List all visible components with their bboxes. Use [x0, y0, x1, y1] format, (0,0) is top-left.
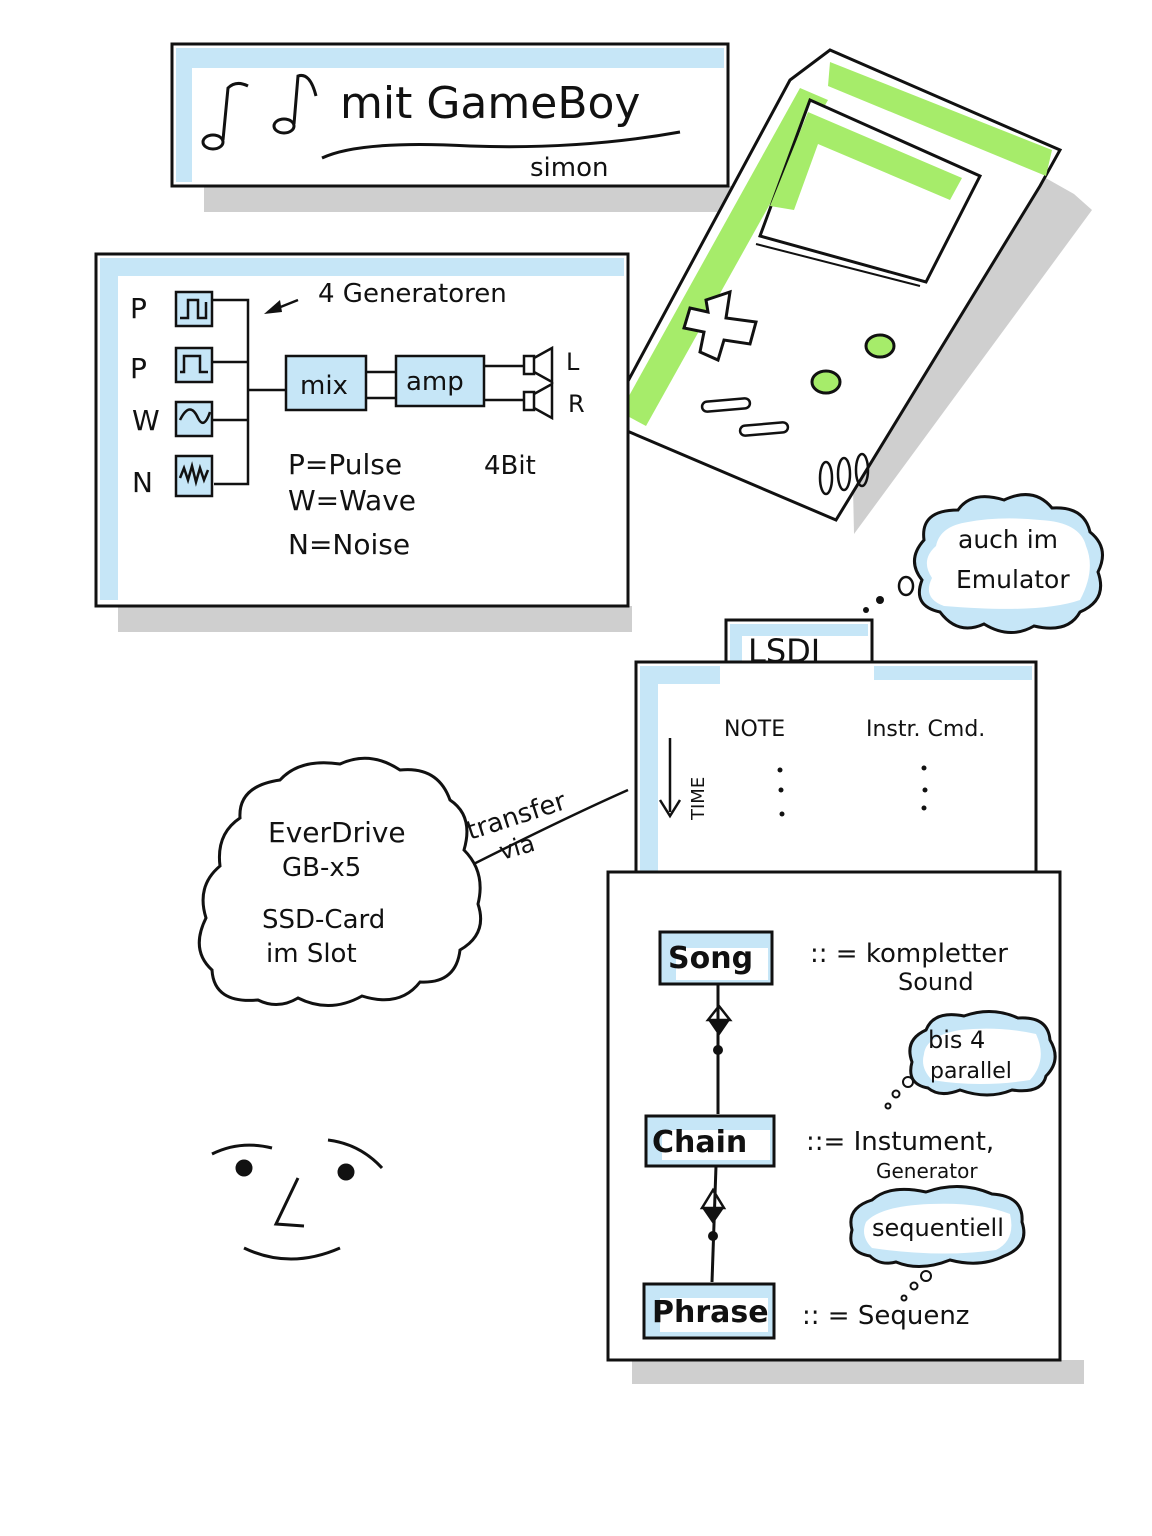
- channel-label-p2: P: [130, 352, 147, 385]
- channel-label-p1: P: [130, 292, 147, 325]
- music-notes-icon: [201, 73, 318, 151]
- column-instr-header: Instr. Cmd.: [866, 717, 985, 742]
- pulse-wave-icon: [174, 346, 214, 384]
- mix-block: [284, 354, 368, 412]
- everdrive-cloud: EverDrive GB-x5 SSD-Card im Slot: [197, 756, 483, 1008]
- gameboy-icon: [603, 48, 1092, 534]
- emulator-note-line2: Emulator: [956, 565, 1070, 594]
- legend-pulse: P=Pulse: [288, 448, 402, 481]
- legend-wave: W=Wave: [288, 484, 416, 517]
- output-right-label: R: [568, 390, 585, 418]
- amp-block: [394, 354, 486, 408]
- chain-definition-line2: Generator: [876, 1159, 978, 1183]
- amp-label: amp: [406, 367, 464, 397]
- time-arrow-icon: [658, 738, 682, 819]
- author-name: simon: [530, 153, 608, 183]
- legend-noise: N=Noise: [288, 528, 410, 561]
- title-underline: [321, 130, 681, 160]
- song-definition-line2: Sound: [898, 968, 974, 996]
- channel-label-w: W: [132, 404, 160, 437]
- dpad-icon: [682, 289, 758, 363]
- title-text: mit GameBoy: [340, 78, 640, 129]
- smiley-face-icon: [211, 1138, 384, 1261]
- title-banner: mit GameBoy simon: [170, 42, 760, 212]
- title-shadow: [204, 186, 760, 212]
- phrase-label: Phrase: [652, 1295, 769, 1330]
- speaker-grille-icon: [818, 452, 870, 496]
- sd-card-label: SSD-Card: [262, 905, 385, 935]
- lsdj-panel: LSDJ NOTE Instr. Cmd. TIME: [634, 618, 1038, 892]
- speaker-icon: [522, 345, 554, 421]
- slot-label: im Slot: [266, 939, 357, 969]
- column-note-header: NOTE: [724, 717, 785, 742]
- song-label: Song: [668, 941, 753, 976]
- generators-header: 4 Generatoren: [318, 279, 507, 309]
- sound-channels-panel: P P W N 4 Generatoren: [94, 252, 632, 632]
- gameboy-side-highlight: [620, 88, 828, 426]
- button-a-icon: [864, 333, 896, 359]
- bit-depth-label: 4Bit: [484, 451, 536, 481]
- hierarchy-panel: Song :: = kompletter Sound bis 4 paralle…: [606, 870, 1084, 1384]
- emulator-note-line1: auch im: [958, 525, 1058, 554]
- everdrive-model: GB-x5: [282, 853, 361, 883]
- song-definition: :: = kompletter: [810, 939, 1008, 969]
- phrase-definition: :: = Sequenz: [802, 1301, 969, 1331]
- emulator-cloud: auch im Emulator: [863, 493, 1104, 634]
- everdrive-name: EverDrive: [268, 816, 406, 849]
- time-axis-label: TIME: [688, 777, 709, 821]
- button-b-icon: [810, 369, 842, 395]
- channel-label-n: N: [132, 466, 153, 499]
- title-highlight: [176, 48, 724, 182]
- parallel-note-line1: bis 4: [928, 1026, 985, 1054]
- chain-label: Chain: [652, 1125, 747, 1160]
- sequential-note: sequentiell: [872, 1214, 1004, 1242]
- mix-label: mix: [300, 371, 348, 401]
- parallel-note-line2: parallel: [930, 1059, 1012, 1084]
- output-left-label: L: [566, 348, 580, 376]
- chain-definition: ::= Instument,: [806, 1127, 994, 1157]
